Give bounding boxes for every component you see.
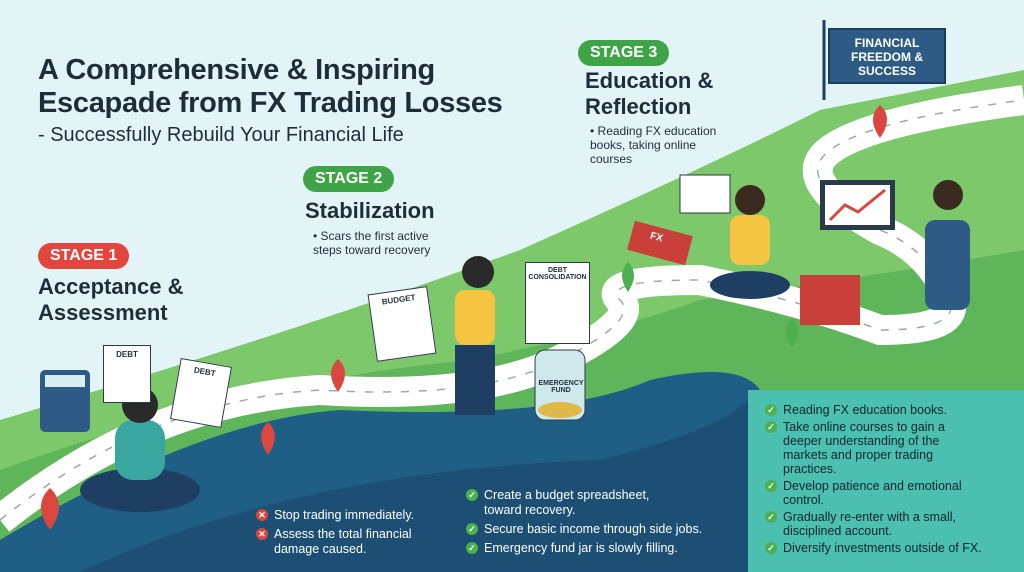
stage1-bullets: ✕Stop trading immediately. ✕Assess the t… bbox=[256, 508, 456, 561]
check-icon: ✓ bbox=[466, 489, 478, 501]
check-icon: ✓ bbox=[466, 542, 478, 554]
check-icon: ✓ bbox=[765, 421, 777, 433]
x-icon: ✕ bbox=[256, 509, 268, 521]
list-item: ✓Develop patience and emotional control. bbox=[765, 479, 1015, 507]
stage1-heading: Acceptance & Assessment bbox=[38, 274, 184, 325]
person-stage2 bbox=[455, 256, 495, 415]
emergency-fund-label: EMERGENCY FUND bbox=[538, 380, 584, 394]
list-item: ✓Take online courses to gain a deeper un… bbox=[765, 420, 1015, 476]
goal-flag: FINANCIAL FREEDOM & SUCCESS bbox=[828, 28, 946, 84]
list-item: ✓Emergency fund jar is slowly filling. bbox=[466, 541, 736, 556]
list-item: ✓Diversify investments outside of FX. bbox=[765, 541, 1015, 555]
stage2-heading: Stabilization bbox=[305, 198, 435, 223]
check-icon: ✓ bbox=[765, 511, 777, 523]
mentor bbox=[925, 180, 970, 310]
stage3-bullets: ✓Reading FX education books. ✓Take onlin… bbox=[765, 403, 1015, 558]
page-subtitle: - Successfully Rebuild Your Financial Li… bbox=[38, 124, 404, 146]
map-pin-icons bbox=[41, 105, 887, 530]
list-item: ✓Gradually re-enter with a small, discip… bbox=[765, 510, 1015, 538]
debt-document: DEBT bbox=[170, 357, 232, 429]
check-icon: ✓ bbox=[765, 404, 777, 416]
check-icon: ✓ bbox=[466, 523, 478, 535]
check-icon: ✓ bbox=[765, 480, 777, 492]
check-icon: ✓ bbox=[765, 542, 777, 554]
laptop-chart-icon bbox=[820, 180, 895, 230]
stage3-note: Reading FX education books, taking onlin… bbox=[590, 124, 740, 166]
stage2-note: Scars the first active steps toward reco… bbox=[313, 229, 453, 257]
emergency-fund-jar-icon bbox=[534, 349, 586, 421]
stage1-badge: STAGE 1 bbox=[38, 243, 130, 269]
debt-consolidation-clipboard: DEBT CONSOLIDATION bbox=[525, 262, 590, 344]
stage3-badge: STAGE 3 bbox=[578, 40, 670, 66]
list-item: ✓Reading FX education books. bbox=[765, 403, 1015, 417]
person-stage3 bbox=[710, 185, 790, 299]
stage2-badge: STAGE 2 bbox=[303, 166, 395, 192]
list-item: ✓Secure basic income through side jobs. bbox=[466, 522, 736, 537]
list-item: ✕Stop trading immediately. bbox=[256, 508, 456, 523]
book-icons bbox=[627, 174, 860, 325]
list-item: ✕Assess the total financial damage cause… bbox=[256, 527, 456, 557]
list-item: ✓Create a budget spreadsheet, toward rec… bbox=[466, 488, 736, 518]
stage2-bullets: ✓Create a budget spreadsheet, toward rec… bbox=[466, 488, 736, 560]
x-icon: ✕ bbox=[256, 528, 268, 540]
calculator-icon bbox=[40, 370, 90, 432]
stage3-heading: Education & Reflection bbox=[585, 68, 714, 119]
debt-document: DEBT bbox=[103, 345, 151, 403]
budget-spreadsheet: BUDGET bbox=[367, 286, 437, 362]
